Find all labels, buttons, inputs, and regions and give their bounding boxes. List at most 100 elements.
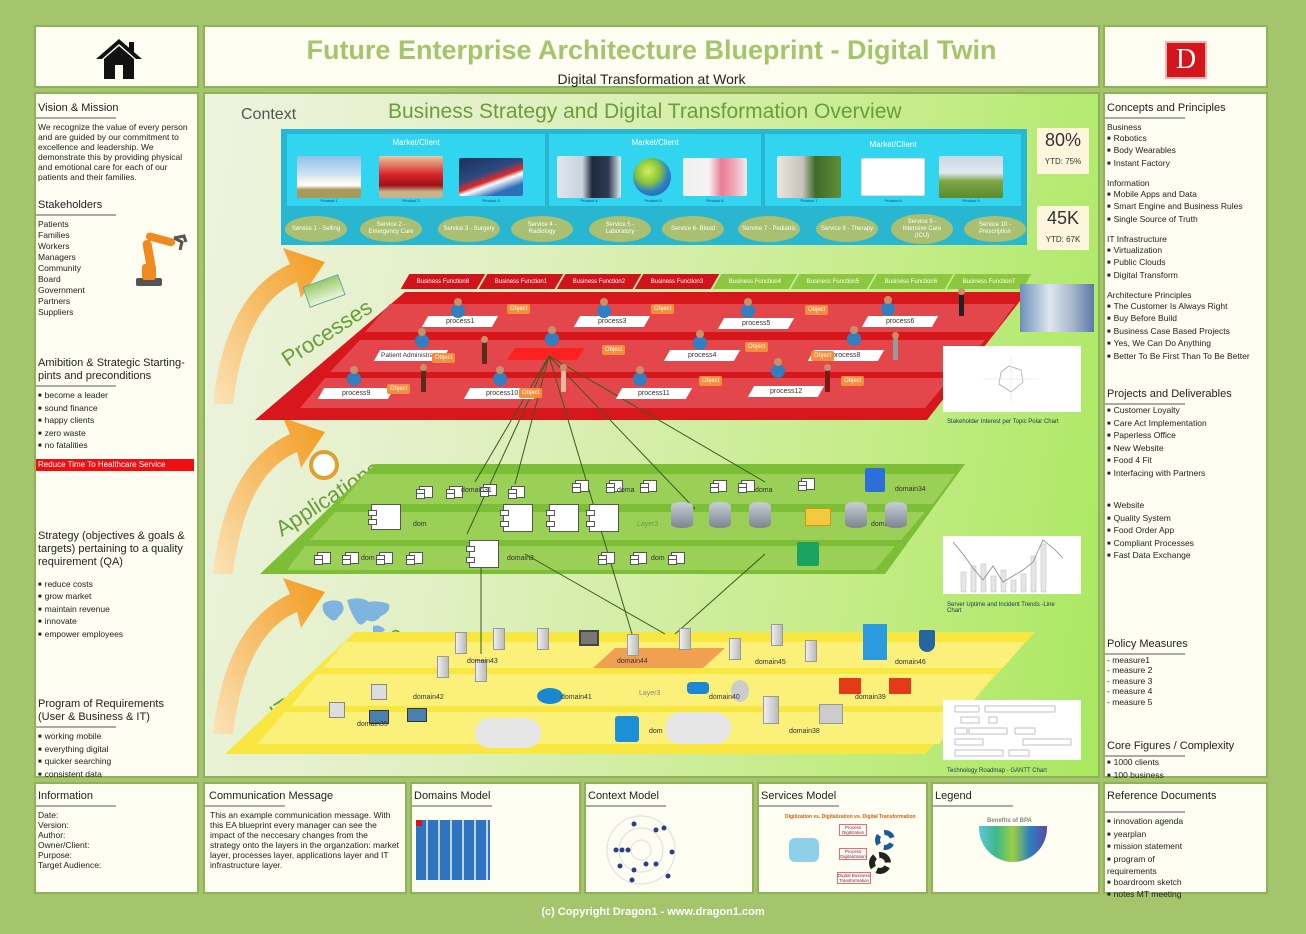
product-label: Product 6 xyxy=(706,198,724,203)
application-component[interactable] xyxy=(500,504,533,532)
policy-item: measure 4 xyxy=(1107,686,1266,697)
reference-item[interactable]: innovation agenda xyxy=(1107,816,1205,829)
object-tag[interactable]: Object xyxy=(387,384,411,394)
application-component[interactable] xyxy=(546,504,579,532)
object-tag[interactable]: Object xyxy=(805,305,829,315)
strategy-item: reduce costs xyxy=(38,579,197,592)
service-node[interactable]: Service 5 - Laboratory xyxy=(589,216,651,242)
object-tag[interactable]: Object xyxy=(519,388,543,398)
application-component[interactable] xyxy=(508,486,525,499)
application-component[interactable] xyxy=(446,486,463,499)
object-tag[interactable]: Object xyxy=(841,376,865,386)
gear-icon xyxy=(869,852,891,874)
application-component[interactable] xyxy=(466,540,499,568)
product-woman-laptop-image[interactable] xyxy=(683,158,747,196)
legend-panel[interactable]: Legend Benefits of BPA xyxy=(931,782,1100,894)
domain-label: domain38 xyxy=(789,728,820,735)
application-component[interactable] xyxy=(342,552,359,565)
worker-icon xyxy=(847,326,861,346)
service-node[interactable]: Service 4 - Radiology xyxy=(511,216,573,242)
robot-image xyxy=(1020,284,1094,332)
laptop-icon xyxy=(369,710,389,724)
product-caravan-image[interactable] xyxy=(297,156,361,198)
application-component[interactable] xyxy=(480,484,497,497)
domain-label: domain42 xyxy=(413,694,444,701)
reference-panel: Reference Documents innovation agenda ye… xyxy=(1103,782,1268,899)
process-node[interactable]: process4 xyxy=(663,350,741,361)
reference-item[interactable]: boardroom sketch xyxy=(1107,877,1205,890)
product-businessman-image[interactable] xyxy=(557,156,621,198)
polar-chart[interactable] xyxy=(943,346,1081,412)
product-boat-image[interactable] xyxy=(459,158,523,196)
domains-model-panel[interactable]: Domains Model xyxy=(410,782,581,894)
person-icon xyxy=(481,336,488,364)
application-component[interactable] xyxy=(416,486,433,499)
object-tag[interactable]: Object xyxy=(699,376,723,386)
services-model-panel[interactable]: Services Model Digitization vs. Digitali… xyxy=(757,782,928,894)
service-node[interactable]: Service 6- Blood xyxy=(662,216,724,242)
domains-model-thumbnail[interactable] xyxy=(416,820,490,880)
service-node[interactable]: Service 8 - Therapy xyxy=(816,216,878,242)
application-component[interactable] xyxy=(586,504,619,532)
dragon1-logo[interactable]: D xyxy=(1165,41,1207,79)
left-panel: Vision & Mission We recognize the value … xyxy=(34,92,199,791)
application-component[interactable] xyxy=(368,504,401,530)
object-tag[interactable]: Object xyxy=(507,304,531,314)
process-node[interactable]: process5 xyxy=(717,318,795,329)
reference-item[interactable]: mission statement xyxy=(1107,841,1205,854)
product-globe-image[interactable] xyxy=(633,158,671,196)
application-component[interactable] xyxy=(314,552,331,565)
service-node[interactable]: Service 10 - Prescription xyxy=(964,216,1026,242)
reference-item[interactable]: yearplan xyxy=(1107,829,1205,842)
application-component[interactable] xyxy=(640,480,657,493)
object-tag[interactable]: Object xyxy=(651,304,675,314)
concept-item: The Customer Is Always Right xyxy=(1107,301,1266,314)
application-component[interactable] xyxy=(606,480,623,493)
service-node[interactable]: Service 1 - Selling xyxy=(285,216,347,242)
home-icon[interactable] xyxy=(94,37,144,81)
market-client-2[interactable]: Market/Client Product 4 Product 5 Produc… xyxy=(549,134,761,206)
application-component[interactable] xyxy=(798,478,815,491)
info-field: Owner/Client: xyxy=(38,840,90,850)
application-component[interactable] xyxy=(710,480,727,493)
application-component[interactable] xyxy=(598,552,615,565)
gantt-chart[interactable] xyxy=(943,700,1081,760)
product-drone-image[interactable] xyxy=(939,156,1003,198)
reference-item[interactable]: program of requirements xyxy=(1107,854,1205,877)
product-car-image[interactable] xyxy=(379,156,443,198)
context-model-thumbnail[interactable] xyxy=(606,812,676,888)
service-node[interactable]: Service 9 - Intensive Care (ICU) xyxy=(891,214,953,244)
policy-list: measure1 measure 2 measure 3 measure 4 m… xyxy=(1105,655,1266,708)
market-client-1[interactable]: Market/Client Product 1 Product 2 Produc… xyxy=(287,134,545,206)
product-label: Product 8 xyxy=(884,198,902,203)
context-model-panel[interactable]: Context Model xyxy=(584,782,754,894)
object-tag[interactable]: Object xyxy=(432,353,456,363)
market-client-3[interactable]: Market/Client Product 7 Product 8 Produc… xyxy=(765,134,1021,206)
service-node[interactable]: Service 3 - Surgery xyxy=(438,216,500,242)
product-wheelchair-image[interactable] xyxy=(861,158,925,196)
application-component[interactable] xyxy=(376,552,393,565)
process-node[interactable]: process6 xyxy=(861,316,939,327)
process-node[interactable]: process9 xyxy=(317,388,395,399)
process-node[interactable]: process3 xyxy=(573,316,651,327)
line-chart-caption: Server Uptime and Incident Trends -Line … xyxy=(947,602,1055,614)
context-label: Context xyxy=(241,106,297,123)
object-tag[interactable]: Object xyxy=(811,351,835,361)
object-tag[interactable]: Object xyxy=(745,342,769,352)
reference-item[interactable]: notes MT meeting xyxy=(1107,889,1205,902)
line-chart[interactable] xyxy=(943,536,1081,594)
service-node[interactable]: Service 7 - Pediatric xyxy=(738,216,800,242)
policy-item: measure 5 xyxy=(1107,697,1266,708)
application-component[interactable] xyxy=(572,480,589,493)
domain-label: domain39 xyxy=(855,694,886,701)
application-component[interactable] xyxy=(668,552,685,565)
object-tag[interactable]: Object xyxy=(602,345,626,355)
process-node[interactable]: process11 xyxy=(615,388,693,399)
application-component[interactable] xyxy=(406,552,423,565)
policy-item: measure1 xyxy=(1107,655,1266,666)
service-node[interactable]: Service 2 - Emergency Care xyxy=(360,216,422,242)
process-node[interactable]: process12 xyxy=(747,386,825,397)
application-component[interactable] xyxy=(630,552,647,565)
application-component[interactable] xyxy=(738,480,755,493)
product-camera-image[interactable] xyxy=(777,156,841,198)
